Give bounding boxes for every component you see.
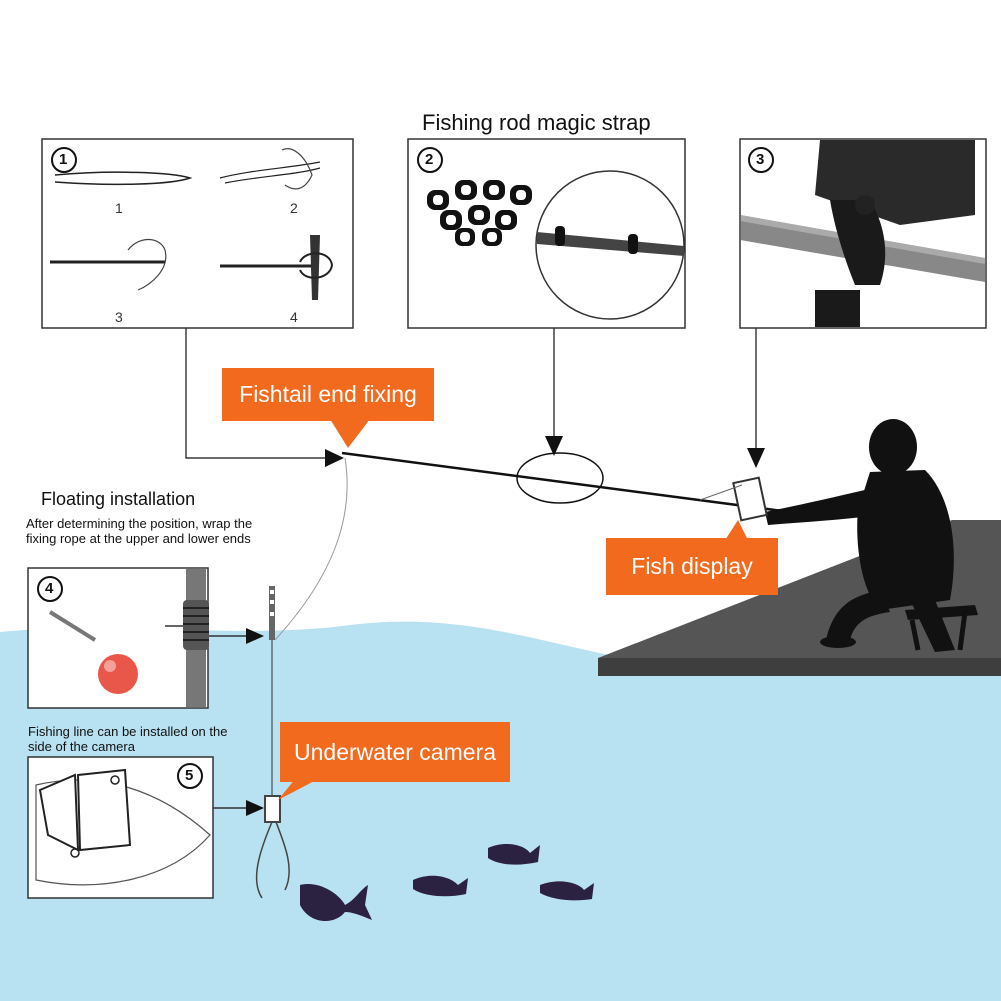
strap-marker-ellipse — [516, 452, 604, 504]
fish-display-device — [732, 476, 768, 522]
badge-2-number: 2 — [425, 151, 434, 168]
badge-3-number: 3 — [756, 151, 765, 168]
connector-lines — [185, 328, 757, 809]
water — [0, 621, 1001, 1001]
badge-4-number: 4 — [45, 580, 54, 597]
fishing-rod-magic-strap-title: Fishing rod magic strap — [422, 110, 651, 135]
badge-5-number: 5 — [185, 767, 194, 784]
fisherman-silhouette — [765, 419, 978, 652]
step-label-4: 4 — [290, 309, 298, 325]
step-label-3: 3 — [115, 309, 123, 325]
fishing-rod — [341, 451, 791, 514]
callout-fishtail-end-fixing: Fishtail end fixing — [222, 368, 434, 421]
step-label-2: 2 — [290, 200, 298, 216]
step-label-1: 1 — [115, 200, 123, 216]
side-install-note: Fishing line can be installed on the sid… — [28, 724, 228, 754]
fishing-line — [274, 457, 348, 641]
fish-group — [300, 843, 594, 922]
badge-1-number: 1 — [59, 151, 68, 168]
underwater-camera-body — [264, 795, 281, 823]
callout-fish-display: Fish display — [606, 538, 778, 595]
floating-installation-title: Floating installation — [41, 489, 196, 509]
callout-underwater-camera: Underwater camera — [280, 722, 510, 782]
floating-installation-note: After determining the position, wrap the… — [26, 516, 253, 546]
arrow-heads — [246, 436, 765, 816]
